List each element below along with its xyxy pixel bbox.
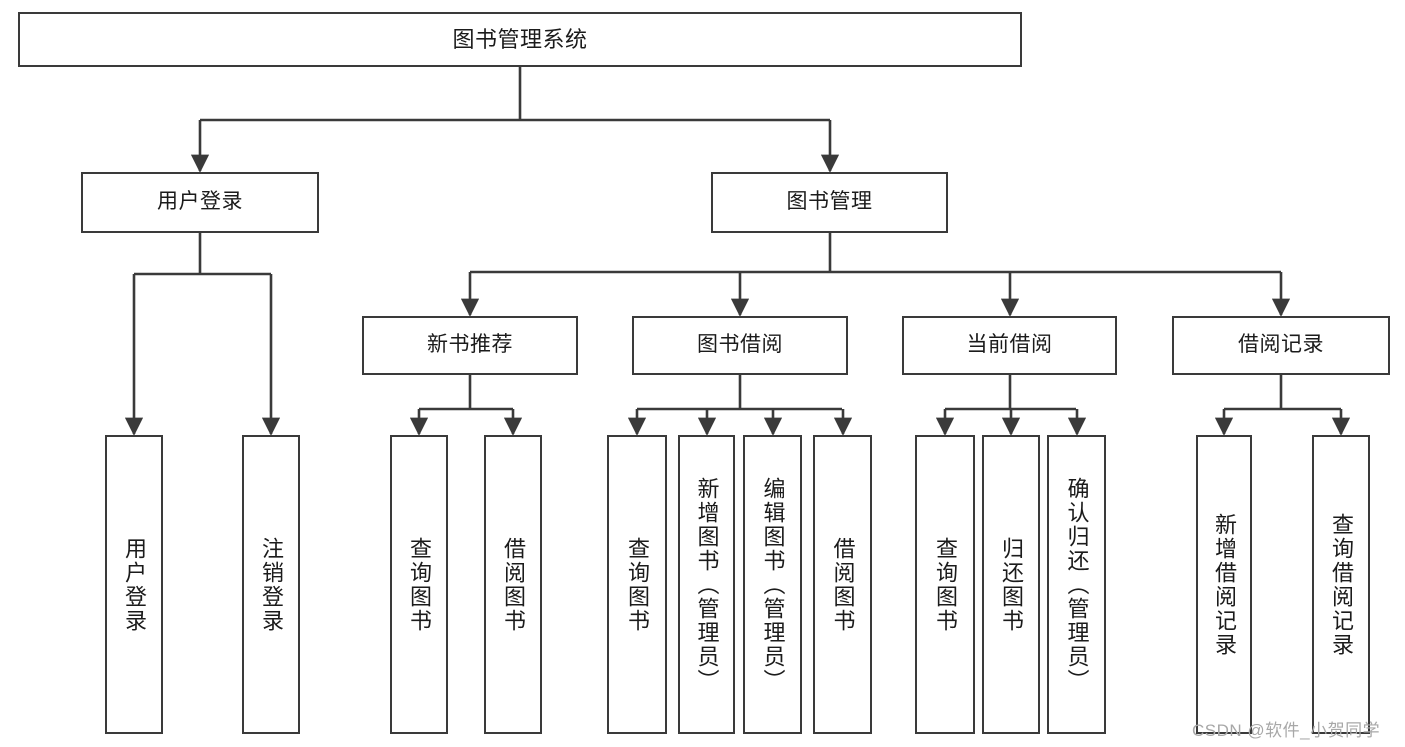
node-label-book-manage: 图书管理 <box>786 190 873 214</box>
node-root[interactable]: 图书管理系统 <box>18 12 1022 67</box>
node-label-leaf-logout: 注销登录 <box>259 536 284 633</box>
node-leaf-return-book[interactable]: 归还图书 <box>982 435 1040 734</box>
node-leaf-logout[interactable]: 注销登录 <box>242 435 300 734</box>
node-label-leaf-return-book: 归还图书 <box>999 536 1024 633</box>
node-leaf-add-record[interactable]: 新增借阅记录 <box>1196 435 1252 734</box>
node-borrow-record[interactable]: 借阅记录 <box>1172 316 1390 375</box>
node-label-leaf-add-book: 新增图书（管理员） <box>694 476 720 693</box>
node-leaf-borrow-book-rec[interactable]: 借阅图书 <box>484 435 542 734</box>
node-current-borrow[interactable]: 当前借阅 <box>902 316 1117 375</box>
node-label-leaf-confirm-return: 确认归还（管理员） <box>1064 476 1090 693</box>
csdn-watermark: CSDN @软件_小贺同学 <box>1192 721 1381 740</box>
node-label-leaf-query-book-cur: 查询图书 <box>933 536 958 633</box>
node-label-leaf-query-book-borrow: 查询图书 <box>625 536 650 633</box>
node-label-root: 图书管理系统 <box>452 26 588 52</box>
node-label-leaf-add-record: 新增借阅记录 <box>1212 512 1237 657</box>
node-leaf-query-book-cur[interactable]: 查询图书 <box>915 435 975 734</box>
node-leaf-borrow-book[interactable]: 借阅图书 <box>813 435 872 734</box>
node-label-new-book-recommend: 新书推荐 <box>427 333 513 357</box>
node-leaf-user-login[interactable]: 用户登录 <box>105 435 163 734</box>
node-leaf-edit-book[interactable]: 编辑图书（管理员） <box>743 435 802 734</box>
node-label-user-login: 用户登录 <box>157 190 243 214</box>
node-label-leaf-user-login: 用户登录 <box>122 536 147 633</box>
node-new-book-recommend[interactable]: 新书推荐 <box>362 316 578 375</box>
node-book-manage[interactable]: 图书管理 <box>711 172 948 233</box>
node-leaf-query-record[interactable]: 查询借阅记录 <box>1312 435 1370 734</box>
node-label-book-borrow: 图书借阅 <box>697 333 783 357</box>
node-label-leaf-edit-book: 编辑图书（管理员） <box>760 476 786 693</box>
node-label-leaf-query-book-rec: 查询图书 <box>407 536 432 633</box>
node-leaf-query-book-borrow[interactable]: 查询图书 <box>607 435 667 734</box>
node-label-leaf-borrow-book: 借阅图书 <box>830 536 856 633</box>
node-label-leaf-query-record: 查询借阅记录 <box>1329 512 1354 657</box>
node-book-borrow[interactable]: 图书借阅 <box>632 316 848 375</box>
node-label-borrow-record: 借阅记录 <box>1238 333 1324 357</box>
node-label-leaf-borrow-book-rec: 借阅图书 <box>501 536 526 633</box>
node-user-login[interactable]: 用户登录 <box>81 172 319 233</box>
node-leaf-confirm-return[interactable]: 确认归还（管理员） <box>1047 435 1106 734</box>
node-label-current-borrow: 当前借阅 <box>966 333 1053 357</box>
node-leaf-add-book[interactable]: 新增图书（管理员） <box>678 435 735 734</box>
node-leaf-query-book-rec[interactable]: 查询图书 <box>390 435 448 734</box>
